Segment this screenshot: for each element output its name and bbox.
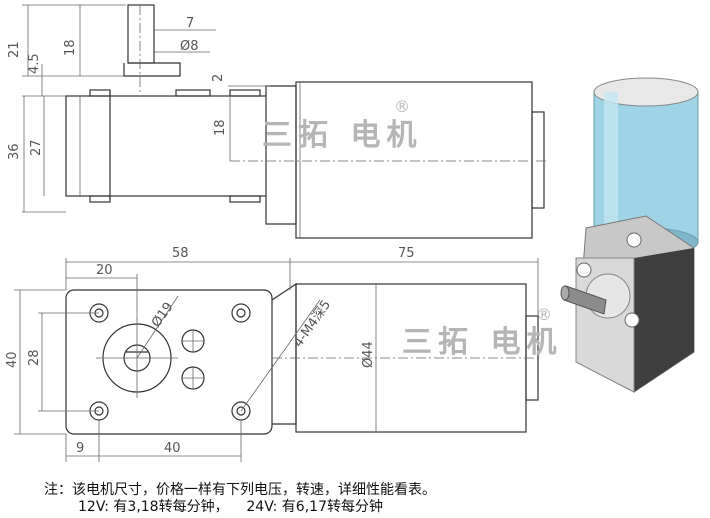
output-shaft — [127, 4, 155, 64]
motor-can-top — [295, 81, 533, 239]
watermark-bottom: 三拓 电机 ® — [402, 305, 562, 360]
dim-4-m4: 4-M4深5 — [291, 298, 334, 351]
dim-9: 9 — [76, 441, 84, 456]
dim-21: 21 — [7, 41, 22, 58]
dim-7: 7 — [186, 16, 194, 31]
svg-text:®: ® — [394, 97, 410, 116]
shaft-collar — [123, 62, 181, 77]
gearbox-body — [65, 95, 267, 197]
motor-3d-image — [560, 77, 699, 393]
dim-75: 75 — [398, 246, 415, 261]
note-line-2: 12V: 有3,18转每分钟， 24V: 有6,17转每分钟 — [78, 498, 383, 515]
top-view: 21 4.5 18 7 Ø8 2 18 36 27 — [7, 4, 548, 239]
dim-40-bottom: 40 — [164, 441, 181, 456]
dim-phi8: Ø8 — [180, 39, 199, 54]
mounting-holes — [89, 303, 251, 421]
motor-end-cap — [531, 111, 545, 209]
dim-36: 36 — [7, 143, 22, 160]
dim-4-5: 4.5 — [27, 53, 42, 74]
dim-27: 27 — [29, 139, 44, 156]
dim-28: 28 — [27, 349, 42, 366]
dim-2: 2 — [211, 74, 226, 82]
dim-18-shaft: 18 — [63, 39, 78, 56]
dim-18-right: 18 — [213, 119, 228, 136]
dim-20: 20 — [96, 263, 113, 278]
dim-40-left: 40 — [5, 351, 20, 368]
dim-58: 58 — [172, 246, 189, 261]
note-line-1: 注：该电机尺寸，价格一样有下列电压，转速，详细性能看表。 — [44, 482, 436, 498]
gearbox-face — [65, 289, 273, 435]
svg-text:三拓 电机: 三拓 电机 — [262, 118, 422, 153]
svg-text:®: ® — [536, 305, 552, 324]
watermark-top: 三拓 电机 ® — [262, 97, 422, 153]
svg-text:三拓 电机: 三拓 电机 — [402, 325, 562, 360]
dim-phi44: Ø44 — [361, 341, 376, 368]
